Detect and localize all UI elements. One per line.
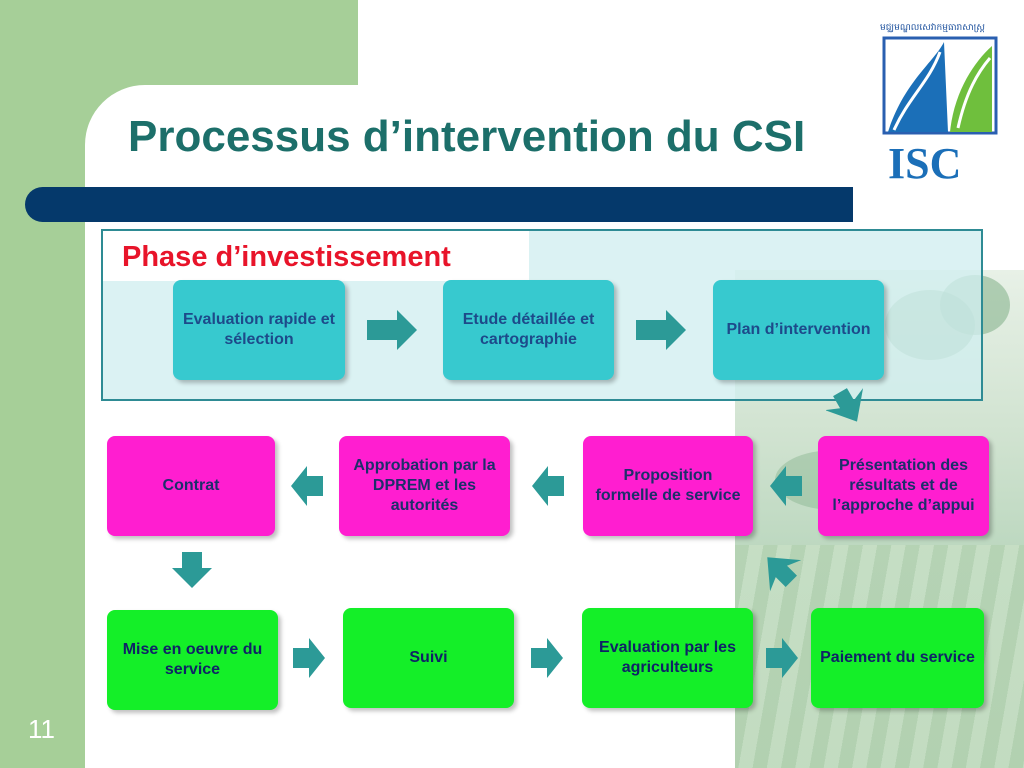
page-title: Processus d’intervention du CSI [128,112,806,161]
step-plan-intervention: Plan d’intervention [713,280,884,380]
arrow-left-icon [532,466,564,506]
arrow-down-icon [172,552,212,588]
arrow-up-diagonal-icon [767,557,802,592]
title-bar [25,187,853,222]
step-evaluation-rapide: Evaluation rapide et sélection [173,280,345,380]
arrow-right-icon [766,638,798,678]
arrow-right-icon [367,310,417,350]
isc-logo: មជ្ឈមណ្ឌលសេវាកម្មធារាសាស្ត្រ ISC [880,23,998,187]
step-contrat: Contrat [107,436,275,536]
arrow-down-diagonal-icon [826,388,864,422]
arrow-right-icon [636,310,686,350]
step-approbation: Approbation par la DPREM et les autorité… [339,436,510,536]
step-evaluation-agriculteurs: Evaluation par les agriculteurs [582,608,753,708]
step-presentation: Présentation des résultats et de l’appro… [818,436,989,536]
phase-label: Phase d’investissement [122,241,451,273]
page-number: 11 [28,714,55,744]
svg-text:មជ្ឈមណ្ឌលសេវាកម្មធារាសាស្ត្រ: មជ្ឈមណ្ឌលសេវាកម្មធារាសាស្ត្រ [880,23,985,33]
step-proposition: Proposition formelle de service [583,436,753,536]
arrow-right-icon [293,638,325,678]
step-suivi: Suivi [343,608,514,708]
step-mise-en-oeuvre: Mise en oeuvre du service [107,610,278,710]
svg-text:ISC: ISC [888,139,961,187]
top-band [0,0,358,85]
side-band [0,0,85,768]
arrow-left-icon [770,466,802,506]
arrow-left-icon [291,466,323,506]
arrow-right-icon [531,638,563,678]
step-etude-detaillee: Etude détaillée et cartographie [443,280,614,380]
step-paiement: Paiement du service [811,608,984,708]
phase-tab [103,231,529,281]
